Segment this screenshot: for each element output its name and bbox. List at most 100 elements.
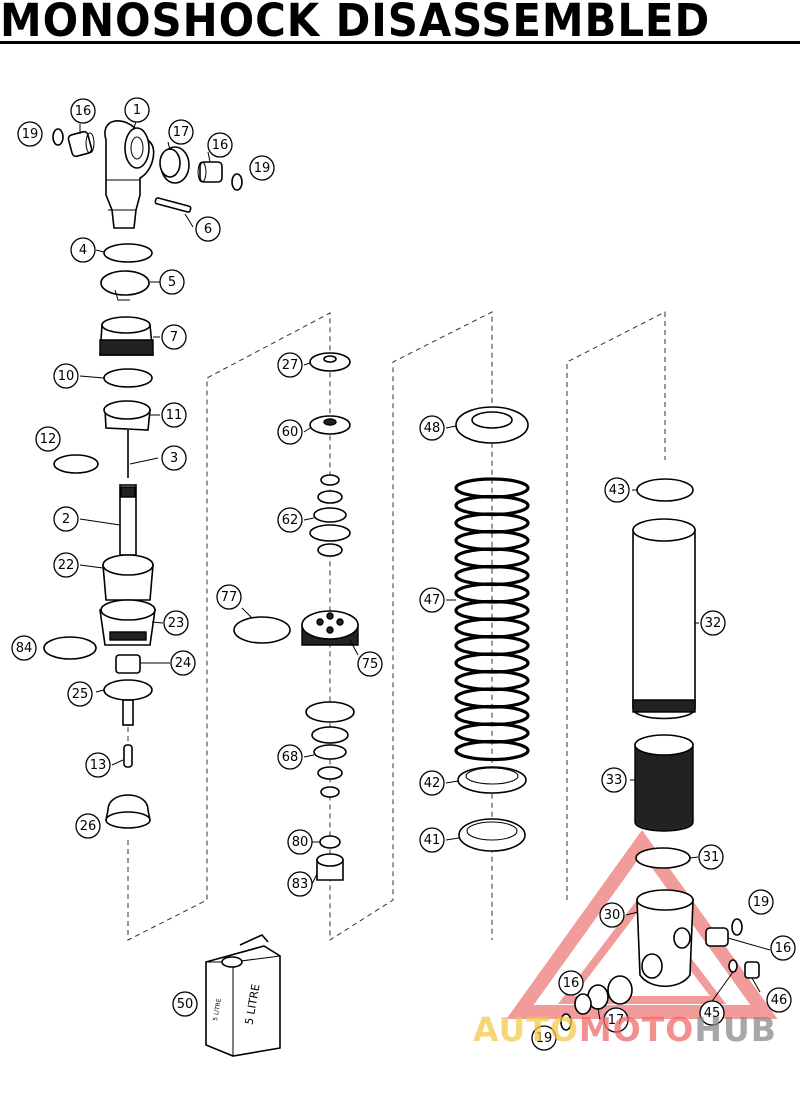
- part-16-bush-right: [197, 161, 223, 183]
- part-75-piston: [301, 610, 359, 646]
- callout-number: 5: [168, 275, 176, 290]
- callout-circle: [277, 352, 303, 378]
- part-46-screw: [744, 961, 760, 979]
- callout-circle: [53, 363, 79, 389]
- callout-17: 17: [168, 119, 194, 145]
- callout-number: 47: [424, 593, 441, 608]
- callout-number: 27: [282, 358, 299, 373]
- watermark-text: AUTOMOTOHUB: [473, 1010, 777, 1049]
- callout-17: 17: [603, 1007, 629, 1033]
- callout-circle: [75, 813, 101, 839]
- part-5-clip: [100, 270, 150, 301]
- part-26-bump-stop: [105, 794, 151, 829]
- callout-circle: [601, 767, 627, 793]
- callout-circle: [35, 426, 61, 452]
- callout-circle: [70, 237, 96, 263]
- callout-number: 75: [362, 657, 379, 672]
- callout-number: 45: [704, 1006, 721, 1021]
- callout-27: 27: [277, 352, 303, 378]
- callout-16: 16: [770, 935, 796, 961]
- callout-13: 13: [85, 752, 111, 778]
- callout-circle: [277, 507, 303, 533]
- callout-22: 22: [53, 552, 79, 578]
- page-title: MONOSHOCK DISASSEMBLED: [0, 0, 711, 47]
- callout-number: 16: [75, 104, 92, 119]
- callout-circle: [159, 269, 185, 295]
- callout-number: 17: [173, 125, 190, 140]
- callout-number: 17: [608, 1013, 625, 1028]
- callout-number: 4: [79, 243, 87, 258]
- callout-12: 12: [35, 426, 61, 452]
- callout-number: 22: [58, 558, 75, 573]
- part-2-piston-rod: [119, 484, 137, 556]
- part-25-washer: [103, 679, 153, 701]
- callout-circle: [419, 827, 445, 853]
- callout-2: 2: [53, 506, 79, 532]
- callout-19: 19: [249, 155, 275, 181]
- part-30-reservoir-cap: [636, 889, 694, 987]
- callout-number: 3: [170, 451, 178, 466]
- part-22-seal-head: [102, 554, 154, 601]
- part-10-ring: [103, 368, 153, 388]
- part-60-washer: [309, 415, 351, 435]
- callout-number: 50: [177, 997, 194, 1012]
- part-17-bearing-reservoir: [574, 975, 633, 1015]
- callout-19: 19: [748, 889, 774, 915]
- part-19-oring-bottom: [560, 1013, 572, 1031]
- callout-19: 19: [531, 1025, 557, 1051]
- callout-number: 2: [62, 512, 70, 527]
- part-12-snap-ring: [53, 454, 99, 474]
- part-1-eye-housing: [104, 120, 155, 229]
- callout-77: 77: [216, 584, 242, 610]
- part-47-spring: [454, 477, 530, 762]
- callout-circle: [70, 98, 96, 124]
- part-16-bush-reservoir: [705, 927, 729, 947]
- part-23-body: [99, 599, 156, 646]
- callout-50: 50: [172, 991, 198, 1017]
- callout-43: 43: [604, 477, 630, 503]
- callout-circle: [698, 844, 724, 870]
- callout-number: 77: [221, 590, 238, 605]
- callout-circle: [419, 587, 445, 613]
- callout-23: 23: [163, 610, 189, 636]
- callout-84: 84: [11, 635, 37, 661]
- callout-circle: [53, 552, 79, 578]
- callout-number: 31: [703, 850, 720, 865]
- part-42-adjuster-ring: [457, 766, 527, 794]
- callout-80: 80: [287, 829, 313, 855]
- part-50-oil-canister: 5 LITRE 5 LITRE: [205, 934, 281, 1057]
- part-16-bush-left: [67, 130, 95, 158]
- callout-circle: [124, 97, 150, 123]
- callout-circle: [17, 121, 43, 147]
- callout-circle: [531, 1025, 557, 1051]
- callout-number: 12: [40, 432, 57, 447]
- callout-number: 10: [58, 369, 75, 384]
- part-7-adjuster-nut: [99, 316, 154, 356]
- callout-circle: [161, 445, 187, 471]
- callout-number: 19: [22, 127, 39, 142]
- part-84-oring: [43, 636, 97, 660]
- callout-circle: [599, 902, 625, 928]
- callout-68: 68: [277, 744, 303, 770]
- callout-number: 7: [170, 330, 178, 345]
- callout-number: 60: [282, 425, 299, 440]
- callout-circle: [766, 987, 792, 1013]
- callout-24: 24: [170, 650, 196, 676]
- callout-47: 47: [419, 587, 445, 613]
- callout-number: 33: [606, 773, 623, 788]
- callout-31: 31: [698, 844, 724, 870]
- callout-number: 16: [563, 976, 580, 991]
- callout-number: 46: [771, 993, 788, 1008]
- callout-number: 24: [175, 656, 192, 671]
- part-27-washer: [309, 352, 351, 372]
- part-33-reservoir-body: [634, 734, 694, 832]
- callout-circle: [172, 991, 198, 1017]
- callout-circle: [11, 635, 37, 661]
- callout-number: 23: [168, 616, 185, 631]
- callout-number: 84: [16, 641, 33, 656]
- callout-number: 1: [133, 103, 141, 118]
- callout-circle: [168, 119, 194, 145]
- callout-number: 41: [424, 833, 441, 848]
- callout-circle: [287, 829, 313, 855]
- callout-number: 83: [292, 877, 309, 892]
